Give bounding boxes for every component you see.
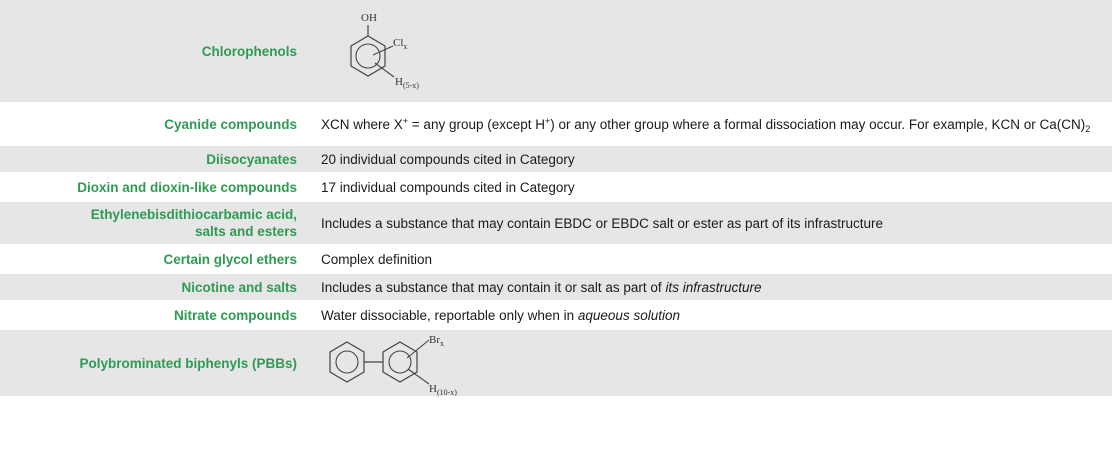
definition-text: XCN where X+ = any group (except H+) or … xyxy=(310,104,1112,144)
category-label: Nicotine and salts xyxy=(0,274,310,300)
category-label: Nitrate compounds xyxy=(0,302,310,328)
table-row: Ethylenebisdithiocarbamic acid,salts and… xyxy=(0,202,1112,244)
hydroxyl-label: OH xyxy=(361,12,377,24)
table-row: Certain glycol ethers Complex definition xyxy=(0,246,1112,272)
table-row: Cyanide compounds XCN where X+ = any gro… xyxy=(0,104,1112,144)
category-label: Polybrominated biphenyls (PBBs) xyxy=(0,330,310,396)
definition-text: Water dissociable, reportable only when … xyxy=(310,302,1112,328)
definition-cell: OH Clx H(5-x) xyxy=(310,0,1112,102)
definition-text: Complex definition xyxy=(310,246,1112,272)
table-row: Polybrominated biphenyls (PBBs) Brx H(10… xyxy=(0,330,1112,396)
definition-cell: Brx H(10-x) xyxy=(310,330,1112,396)
category-label: Certain glycol ethers xyxy=(0,246,310,272)
category-label: Diisocyanates xyxy=(0,146,310,172)
category-label: Cyanide compounds xyxy=(0,104,310,144)
definition-text: Includes a substance that may contain it… xyxy=(310,274,1112,300)
pbb-structure: Brx H(10-x) xyxy=(329,334,457,396)
category-label: Chlorophenols xyxy=(0,0,310,102)
category-label: Ethylenebisdithiocarbamic acid,salts and… xyxy=(0,202,310,244)
chlorine-label: Clx xyxy=(393,37,407,51)
category-label: Dioxin and dioxin-like compounds xyxy=(0,174,310,200)
chlorophenol-structure: OH Clx H(5-x) xyxy=(350,12,419,90)
table-row: Chlorophenols OH Clx H(5-x) xyxy=(0,0,1112,102)
definition-text: Includes a substance that may contain EB… xyxy=(310,202,1112,244)
definition-text: 20 individual compounds cited in Categor… xyxy=(310,146,1112,172)
bromine-label: Brx xyxy=(429,334,444,348)
table-row: Diisocyanates 20 individual compounds ci… xyxy=(0,146,1112,172)
chemical-categories-table: Chlorophenols OH Clx H(5-x) Cyanide comp… xyxy=(0,0,1112,396)
hydrogen-label: H(10-x) xyxy=(429,383,457,396)
table-row: Dioxin and dioxin-like compounds 17 indi… xyxy=(0,174,1112,200)
definition-text: 17 individual compounds cited in Categor… xyxy=(310,174,1112,200)
table-row: Nitrate compounds Water dissociable, rep… xyxy=(0,302,1112,328)
hydrogen-label: H(5-x) xyxy=(395,76,419,90)
table-row: Nicotine and salts Includes a substance … xyxy=(0,274,1112,300)
